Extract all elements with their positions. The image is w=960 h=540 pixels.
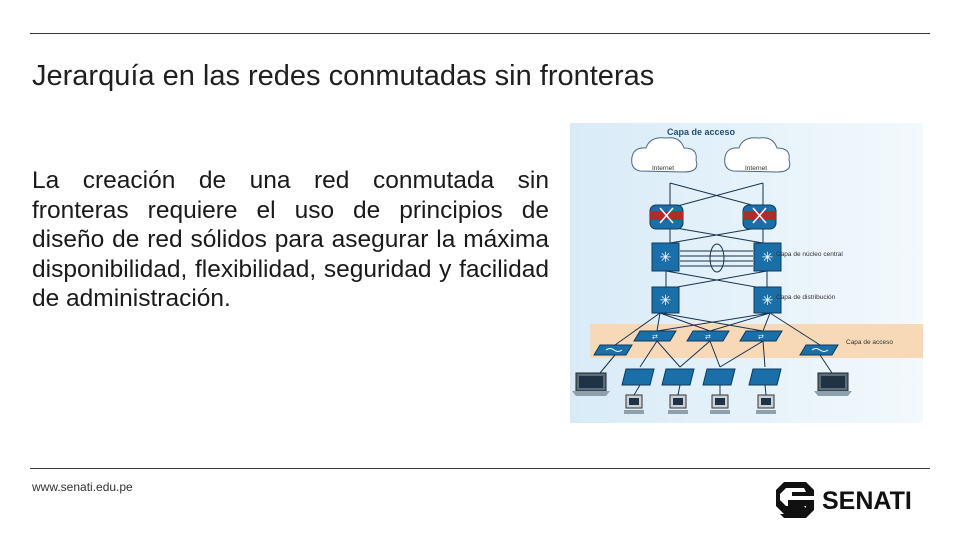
etherchannel-ellipse xyxy=(709,243,725,273)
core-switch-right-icon: ✳ xyxy=(753,242,782,272)
access-layer-label: Capa de acceso xyxy=(846,339,893,346)
slide-title: Jerarquía en las redes conmutadas sin fr… xyxy=(32,60,655,92)
senati-logo: SENATI xyxy=(776,482,912,518)
svg-text:✳: ✳ xyxy=(660,249,672,265)
cloud-label-left: Internet xyxy=(652,165,674,172)
distribution-layer-label: Capa de distribución xyxy=(776,294,836,301)
svg-text:✳: ✳ xyxy=(660,292,672,308)
ip-phone-icon xyxy=(621,368,655,386)
desktop-pc-icon xyxy=(624,394,644,414)
desktop-pc-icon xyxy=(668,394,688,414)
svg-text:⇄: ⇄ xyxy=(758,334,764,341)
senati-logo-text: SENATI xyxy=(822,487,912,515)
cloud-label-right: Internet xyxy=(745,165,767,172)
internet-cloud-left-icon xyxy=(631,137,698,173)
network-links xyxy=(599,182,833,396)
laptop-left-icon xyxy=(572,372,610,396)
access-switch-icon: ⇄ xyxy=(686,330,730,342)
wireless-ap-right-icon xyxy=(799,344,839,356)
slide-body-text: La creación de una red conmutada sin fro… xyxy=(32,167,549,312)
wireless-ap-left-icon xyxy=(593,344,633,356)
internet-cloud-right-icon xyxy=(724,137,791,173)
desktop-pcs xyxy=(624,394,776,414)
svg-text:⇄: ⇄ xyxy=(652,334,658,341)
core-layer-label: Capa de núcleo central xyxy=(776,251,843,258)
access-switch-icon: ⇄ xyxy=(633,330,677,342)
desktop-pc-icon xyxy=(710,394,730,414)
router-left-icon xyxy=(649,204,684,230)
router-right-icon xyxy=(742,204,777,230)
desktop-pc-icon xyxy=(756,394,776,414)
network-hierarchy-diagram: Capa de acceso Internet Internet xyxy=(570,123,923,423)
distribution-switch-left-icon: ✳ xyxy=(651,286,680,314)
ip-phones xyxy=(621,368,782,386)
ip-phone-icon xyxy=(661,368,695,386)
bottom-divider xyxy=(30,468,930,469)
access-switches: ⇄ ⇄ ⇄ xyxy=(593,330,839,356)
ip-phone-icon xyxy=(748,368,782,386)
svg-text:✳: ✳ xyxy=(762,292,774,308)
svg-text:⇄: ⇄ xyxy=(705,334,711,341)
access-switch-icon: ⇄ xyxy=(739,330,783,342)
distribution-switch-right-icon: ✳ xyxy=(753,286,782,314)
senati-logo-mark-icon xyxy=(776,482,814,518)
svg-text:✳: ✳ xyxy=(762,249,774,265)
top-divider xyxy=(30,33,930,34)
core-switch-left-icon: ✳ xyxy=(651,242,680,272)
footer-website-url: www.senati.edu.pe xyxy=(32,480,133,494)
laptop-right-icon xyxy=(814,372,852,396)
diagram-heading: Capa de acceso xyxy=(667,127,736,137)
ip-phone-icon xyxy=(702,368,736,386)
